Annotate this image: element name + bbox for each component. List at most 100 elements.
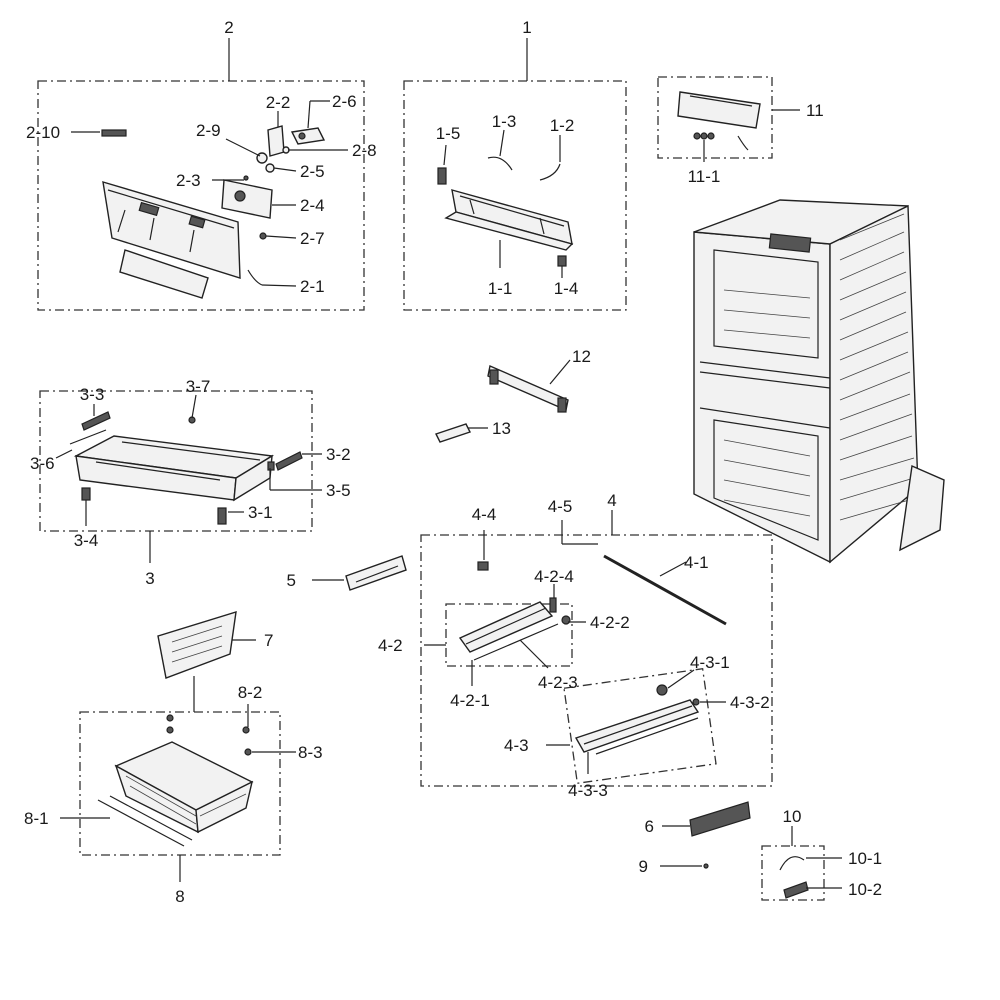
refrigerator-cabinet — [693, 199, 945, 564]
label-2-3: 2-3 — [176, 171, 201, 190]
label-3-6: 3-6 — [30, 454, 55, 473]
group-box-4-3 — [563, 667, 717, 785]
label-2-7: 2-7 — [300, 229, 325, 248]
label-5: 5 — [287, 571, 296, 590]
label-4-3-2: 4-3-2 — [730, 693, 770, 712]
label-1-4: 1-4 — [554, 279, 579, 298]
label-2-2: 2-2 — [266, 93, 291, 112]
label-9: 9 — [639, 857, 648, 876]
part-4-3-tray — [574, 699, 700, 755]
label-10-2: 10-2 — [848, 880, 882, 899]
part-2-5-spring — [265, 163, 275, 173]
part-2-10-strip — [101, 129, 127, 137]
label-8-1: 8-1 — [24, 809, 49, 828]
label-2: 2 — [224, 18, 233, 37]
part-3-6-rail — [69, 429, 107, 445]
label-3-3: 3-3 — [80, 385, 105, 404]
part-10-2-harness — [783, 881, 809, 899]
part-4-2-tray — [458, 601, 559, 661]
part-2-2-actuator — [267, 125, 285, 157]
part-1-1-case — [444, 189, 574, 251]
part-3-1-roller — [217, 507, 227, 525]
label-11: 11 — [806, 101, 824, 120]
label-4-2-2: 4-2-2 — [590, 613, 630, 632]
label-1-3: 1-3 — [492, 112, 517, 131]
label-7: 7 — [264, 631, 273, 650]
part-5-bracket — [345, 555, 407, 591]
group-box-10 — [761, 845, 825, 901]
label-4-2-4: 4-2-4 — [534, 567, 574, 586]
label-4-2: 4-2 — [378, 636, 403, 655]
part-1-3-harness — [487, 156, 513, 171]
label-4-3: 4-3 — [504, 736, 529, 755]
label-2-9: 2-9 — [196, 121, 221, 140]
part-2-7-screw — [259, 232, 267, 240]
part-2-9-pin — [256, 152, 268, 164]
part-12-handle — [487, 365, 569, 413]
label-3: 3 — [145, 569, 154, 588]
label-2-4: 2-4 — [300, 196, 325, 215]
part-3-drawer — [73, 435, 275, 502]
label-2-1: 2-1 — [300, 277, 325, 296]
group-box-3 — [39, 390, 313, 532]
group-box-4-2 — [445, 603, 573, 667]
label-1: 1 — [522, 18, 531, 37]
label-4: 4 — [607, 491, 616, 510]
label-8-2: 8-2 — [238, 683, 263, 702]
label-2-8: 2-8 — [352, 141, 377, 160]
label-3-2: 3-2 — [326, 445, 351, 464]
part-6-panel — [689, 801, 751, 837]
part-3-4-roller — [81, 487, 91, 501]
group-box-1 — [403, 80, 627, 311]
part-1-2-harness — [539, 163, 561, 181]
part-8-bin — [114, 741, 254, 834]
part-3-5-clip — [267, 461, 275, 471]
label-4-5: 4-5 — [548, 497, 573, 516]
group-box-2 — [37, 80, 365, 311]
label-3-1: 3-1 — [248, 503, 273, 522]
label-1-5: 1-5 — [436, 124, 461, 143]
label-10: 10 — [783, 807, 802, 826]
part-4-2-4-pin — [549, 597, 557, 613]
label-4-3-3: 4-3-3 — [568, 781, 608, 800]
label-8: 8 — [175, 887, 184, 906]
label-13: 13 — [492, 419, 511, 438]
part-7-divider — [157, 611, 237, 679]
part-13-block — [435, 423, 471, 443]
label-8-3: 8-3 — [298, 743, 323, 762]
part-4-1-rod — [603, 554, 727, 626]
label-3-5: 3-5 — [326, 481, 351, 500]
part-4-2-2-clip — [561, 615, 571, 625]
part-3-3-slide — [81, 411, 111, 431]
part-8-3-screw — [244, 748, 252, 756]
part-10-1-harness — [779, 856, 805, 871]
part-1-5-sensor — [437, 167, 447, 185]
label-4-1: 4-1 — [684, 553, 709, 572]
part-2-housing — [102, 181, 241, 299]
label-3-7: 3-7 — [186, 377, 211, 396]
labels: 2 1 11 11-1 2-10 2-2 2-6 2-9 2-8 2-5 2-3… — [24, 18, 882, 906]
part-2-6-cover — [290, 127, 326, 145]
label-11-1: 11-1 — [688, 167, 721, 186]
part-8-1-rails — [97, 795, 193, 847]
label-1-1: 1-1 — [488, 279, 513, 298]
label-2-10: 2-10 — [26, 123, 60, 142]
label-3-4: 3-4 — [74, 531, 99, 550]
part-11-module — [677, 91, 761, 151]
label-10-1: 10-1 — [848, 849, 882, 868]
label-1-2: 1-2 — [550, 116, 575, 135]
label-4-3-1: 4-3-1 — [690, 653, 730, 672]
part-2-1-wire — [247, 269, 263, 286]
label-4-4: 4-4 — [472, 505, 497, 524]
label-4-2-3: 4-2-3 — [538, 673, 578, 692]
label-2-5: 2-5 — [300, 162, 325, 181]
label-4-2-1: 4-2-1 — [450, 691, 490, 710]
part-1-4-clip — [557, 255, 567, 267]
label-2-6: 2-6 — [332, 92, 357, 111]
label-12: 12 — [572, 347, 591, 366]
part-3-2-slide — [275, 451, 303, 471]
part-11-1-screws — [693, 132, 715, 140]
part-4-3-2-end — [692, 698, 700, 706]
part-2-3-screw — [243, 175, 249, 181]
